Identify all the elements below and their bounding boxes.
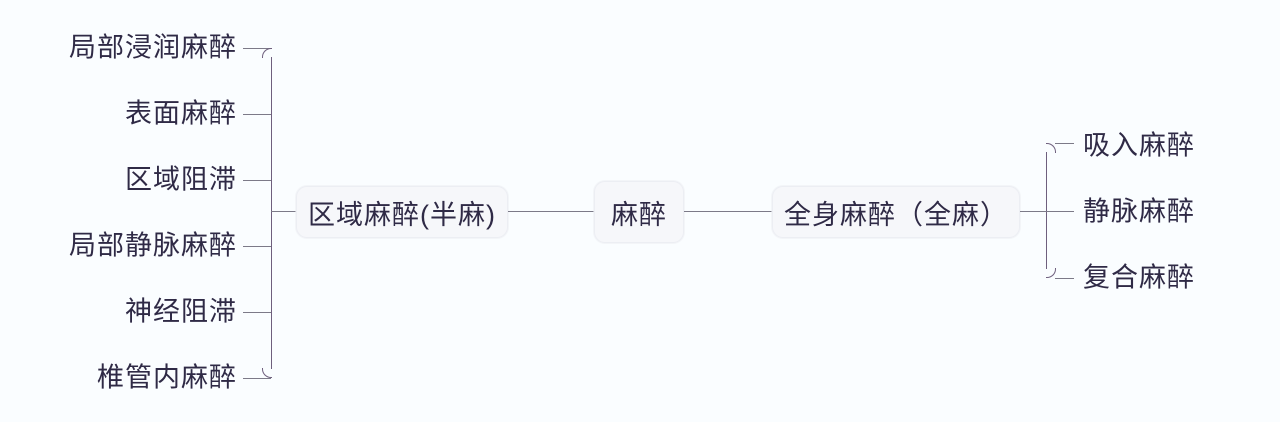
right-stub-3 — [1055, 278, 1074, 279]
right-bracket-corner-top — [1046, 143, 1056, 153]
right-stub-1 — [1055, 143, 1074, 144]
left-bracket-to-node-connector — [271, 211, 297, 212]
right-stub-2 — [1046, 211, 1074, 212]
leaf-label-left-4: 局部静脉麻醉 — [69, 230, 237, 261]
node-regional-anesthesia[interactable]: 区域麻醉(半麻) — [296, 186, 508, 238]
node-general-anesthesia[interactable]: 全身麻醉（全麻） — [772, 186, 1020, 238]
node-root-anesthesia[interactable]: 麻醉 — [594, 181, 684, 243]
left-bracket-corner-bottom — [262, 368, 272, 378]
leaf-label-left-1: 局部浸润麻醉 — [69, 32, 237, 63]
connector-regional-to-root — [508, 211, 594, 212]
leaf-label-left-3: 区域阻滞 — [125, 164, 237, 195]
left-stub-4 — [243, 246, 271, 247]
leaf-label-right-2: 静脉麻醉 — [1083, 196, 1195, 227]
right-bracket-corner-bottom — [1046, 268, 1056, 278]
leaf-label-left-2: 表面麻醉 — [125, 98, 237, 129]
right-node-to-bracket-connector — [1020, 211, 1047, 212]
right-bracket-spine — [1046, 152, 1047, 269]
left-stub-3 — [243, 180, 271, 181]
leaf-label-right-3: 复合麻醉 — [1083, 262, 1195, 293]
leaf-label-left-6: 椎管内麻醉 — [97, 362, 237, 393]
leaf-label-left-5: 神经阻滞 — [125, 296, 237, 327]
left-stub-1 — [243, 48, 271, 49]
leaf-label-right-1: 吸入麻醉 — [1083, 130, 1195, 161]
connector-root-to-general — [684, 211, 772, 212]
left-stub-5 — [243, 312, 271, 313]
left-stub-6 — [243, 378, 271, 379]
left-bracket-corner-top — [262, 48, 272, 58]
left-stub-2 — [243, 114, 271, 115]
left-bracket-spine — [271, 57, 272, 369]
